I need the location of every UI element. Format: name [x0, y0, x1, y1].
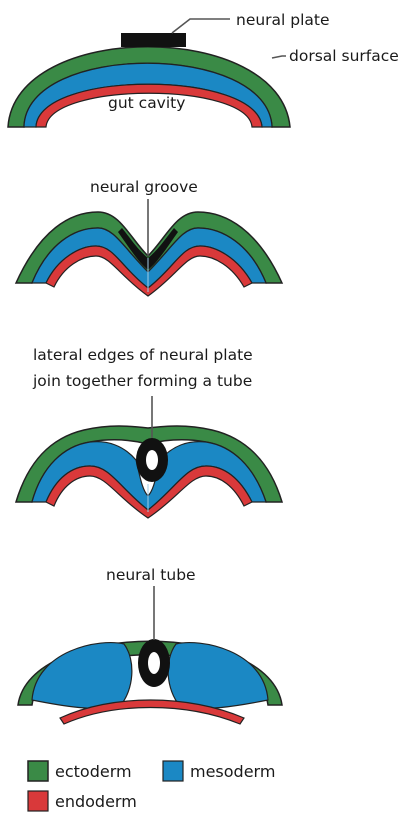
legend-swatch-ectoderm: [28, 761, 48, 781]
tube-forming-caption-line-2: join together forming a tube: [32, 372, 252, 390]
neural-plate-label: neural plate: [236, 11, 330, 29]
neural-groove-label: neural groove: [90, 178, 198, 196]
dorsal-surface-leader: [272, 56, 286, 58]
stage-4-neural-tube: neural tube: [18, 566, 282, 724]
forming-tube-lumen: [146, 450, 158, 470]
stage-3-tube-forming: lateral edges of neural plate join toget…: [16, 346, 282, 518]
stage-2-neural-groove: neural groove: [16, 178, 282, 296]
legend-label-ectoderm: ectoderm: [55, 762, 132, 781]
stage1-neural-plate-shape: [121, 33, 186, 47]
tube-forming-caption-line-1: lateral edges of neural plate: [33, 346, 253, 364]
stage-1-neural-plate: neural plate dorsal surface gut cavity: [8, 11, 399, 127]
legend-label-endoderm: endoderm: [55, 792, 137, 811]
legend: ectoderm mesoderm endoderm: [28, 761, 275, 811]
gut-cavity-label: gut cavity: [108, 94, 185, 112]
neural-plate-leader: [172, 19, 230, 33]
legend-swatch-endoderm: [28, 791, 48, 811]
stage4-mesoderm-left: [32, 643, 132, 709]
dorsal-surface-label: dorsal surface: [289, 47, 399, 65]
legend-swatch-mesoderm: [163, 761, 183, 781]
stage4-mesoderm-right: [168, 643, 268, 709]
legend-label-mesoderm: mesoderm: [190, 762, 275, 781]
neural-tube-label: neural tube: [106, 566, 196, 584]
neural-tube-lumen: [148, 652, 160, 674]
